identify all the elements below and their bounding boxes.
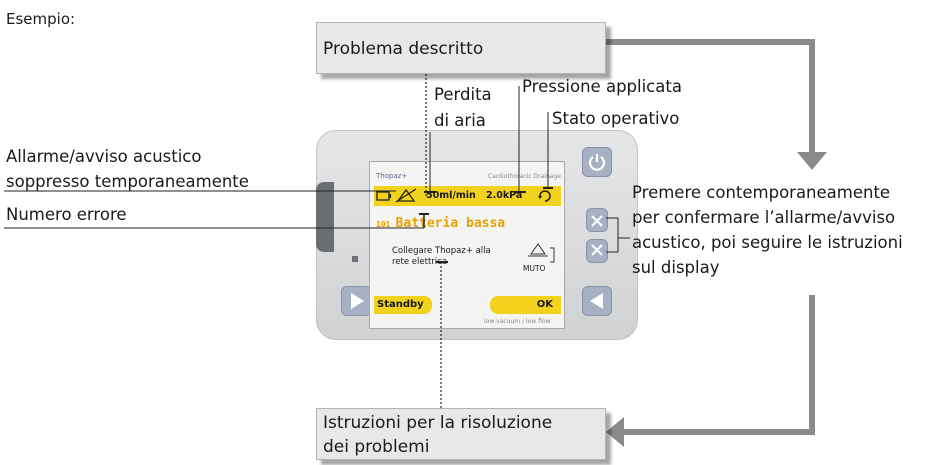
label-confirm-line-4: sul display	[632, 258, 720, 277]
pressure-value: 2.0kPa	[486, 190, 523, 201]
mute-x-icon	[591, 244, 603, 256]
standby-softkey[interactable]: Standby	[374, 296, 432, 314]
arrow-top-head	[797, 152, 827, 170]
confirm-alarm-button-upper[interactable]	[586, 208, 608, 232]
footnote-label: low vacuum / low flow	[484, 318, 551, 325]
mute-label: MUTO	[523, 264, 546, 273]
instruction-text: Collegare Thopaz+ alla rete elettrica	[392, 246, 491, 268]
instruction-line-1: Collegare Thopaz+ alla	[392, 246, 491, 256]
label-leak: Perdita di aria	[434, 84, 492, 132]
callout-instructions-line-2: dei problemi	[323, 437, 430, 457]
callout-instructions-line-1: Istruzioni per la risoluzione	[323, 413, 553, 433]
power-icon	[588, 154, 606, 171]
power-button[interactable]	[582, 147, 612, 177]
mode-small-label: Cardiothoracic Drainage	[488, 173, 561, 180]
label-confirm-line-1: Premere contemporaneamente	[632, 183, 891, 202]
label-alarm-line-1: Allarme/avviso acustico	[6, 147, 202, 166]
right-nav-button[interactable]	[582, 286, 612, 316]
instruction-line-2: rete elettrica	[392, 257, 448, 267]
standby-label: Standby	[377, 299, 424, 310]
callout-instructions: Istruzioni per la risoluzione dei proble…	[316, 408, 606, 460]
muted-bell-icon	[396, 188, 416, 202]
operating-state-icon	[538, 190, 551, 202]
status-icons	[376, 188, 417, 203]
label-leak-line-2: di aria	[434, 111, 486, 130]
label-confirm: Premere contemporaneamente per confermar…	[632, 180, 903, 280]
confirm-alarm-button-lower[interactable]	[586, 239, 608, 263]
label-state: Stato operativo	[552, 109, 680, 128]
label-error: Numero errore	[6, 205, 127, 224]
play-left-icon	[590, 293, 603, 309]
device-side-grip	[316, 182, 334, 252]
mute-x-icon	[591, 215, 603, 227]
label-pressure: Pressione applicata	[522, 77, 682, 96]
brand-label: Thopaz+	[376, 172, 408, 180]
error-line: 101 Batteria bassa	[376, 212, 562, 231]
callout-problem-text: Problema descritto	[323, 39, 484, 59]
play-right-icon	[351, 293, 364, 309]
ok-softkey[interactable]: OK	[490, 296, 561, 314]
label-alarm-line-2: soppresso temporaneamente	[6, 172, 249, 191]
example-label: Esempio:	[6, 10, 76, 28]
mute-bell-icon	[528, 243, 555, 263]
arrow-top-path	[606, 39, 815, 155]
label-confirm-line-3: acustico, poi seguire le istruzioni	[632, 233, 903, 252]
error-number: 101	[376, 220, 391, 229]
indicator-led	[352, 256, 358, 262]
ok-label: OK	[536, 299, 553, 310]
flow-value: 50ml/min	[426, 190, 476, 201]
label-leak-line-1: Perdita	[434, 85, 492, 104]
left-nav-button[interactable]	[341, 286, 371, 316]
error-title: Batteria bassa	[395, 216, 506, 231]
label-confirm-line-2: per confermare l’allarme/avviso	[632, 208, 896, 227]
callout-problem: Problema descritto	[316, 22, 606, 74]
arrow-bottom-path	[622, 295, 815, 435]
arrow-bottom-head	[606, 417, 624, 447]
label-alarm: Allarme/avviso acustico soppresso tempor…	[6, 146, 249, 193]
